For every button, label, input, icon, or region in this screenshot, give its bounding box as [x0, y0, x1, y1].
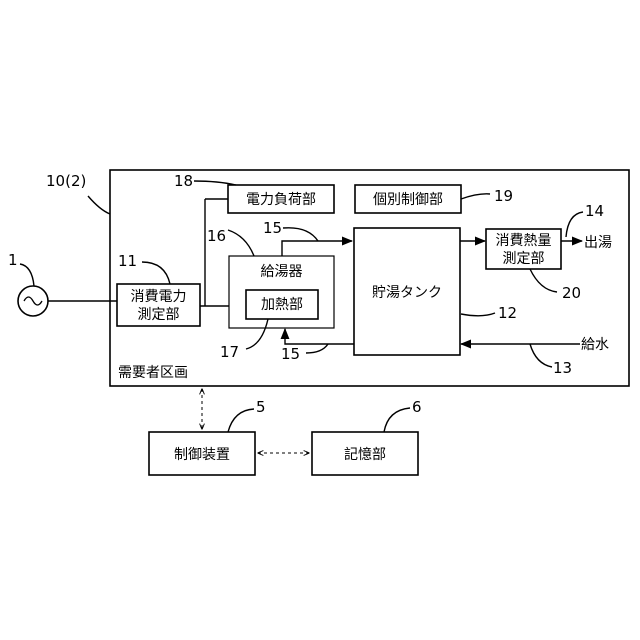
storage-unit-label: 記憶部 — [344, 446, 386, 463]
leader-control — [228, 409, 254, 432]
leader-region — [88, 196, 110, 214]
ref-pipe-bottom: 15 — [281, 345, 300, 363]
heat-meter-label-2: 測定部 — [503, 251, 545, 267]
ref-individual: 19 — [494, 187, 513, 205]
power-load-label: 電力負荷部 — [246, 192, 316, 208]
storage-tank-label: 貯湯タンク — [372, 284, 442, 301]
heat-meter-label-1: 消費熱量 — [496, 233, 552, 249]
ref-heater: 16 — [207, 227, 226, 245]
ref-hot-out: 14 — [585, 202, 604, 220]
ref-heat-meter: 20 — [562, 284, 581, 302]
control-device-label: 制御装置 — [174, 447, 230, 463]
power-meter-label-2: 測定部 — [138, 307, 180, 323]
ref-heating: 17 — [220, 343, 239, 361]
individual-control-label: 個別制御部 — [373, 192, 443, 208]
ref-tank: 12 — [498, 304, 517, 322]
ref-power-meter: 11 — [118, 252, 137, 270]
ref-region: 10(2) — [46, 172, 86, 190]
water-in-label: 給水 — [581, 337, 609, 353]
power-meter-label-1: 消費電力 — [131, 289, 187, 305]
ref-control: 5 — [256, 398, 266, 416]
ref-power-source: 1 — [8, 251, 18, 269]
ref-pipe-top: 15 — [263, 219, 282, 237]
heating-unit-label: 加熱部 — [261, 297, 303, 313]
hot-water-out-label: 出湯 — [584, 234, 612, 251]
ref-water-in: 13 — [553, 359, 572, 377]
water-heater-label: 給湯器 — [261, 263, 303, 280]
ref-storage: 6 — [412, 398, 422, 416]
demand-region-label: 需要者区画 — [118, 365, 188, 381]
ref-load: 18 — [174, 172, 193, 190]
leader-storage — [384, 408, 410, 432]
leader-power-source — [20, 264, 34, 286]
